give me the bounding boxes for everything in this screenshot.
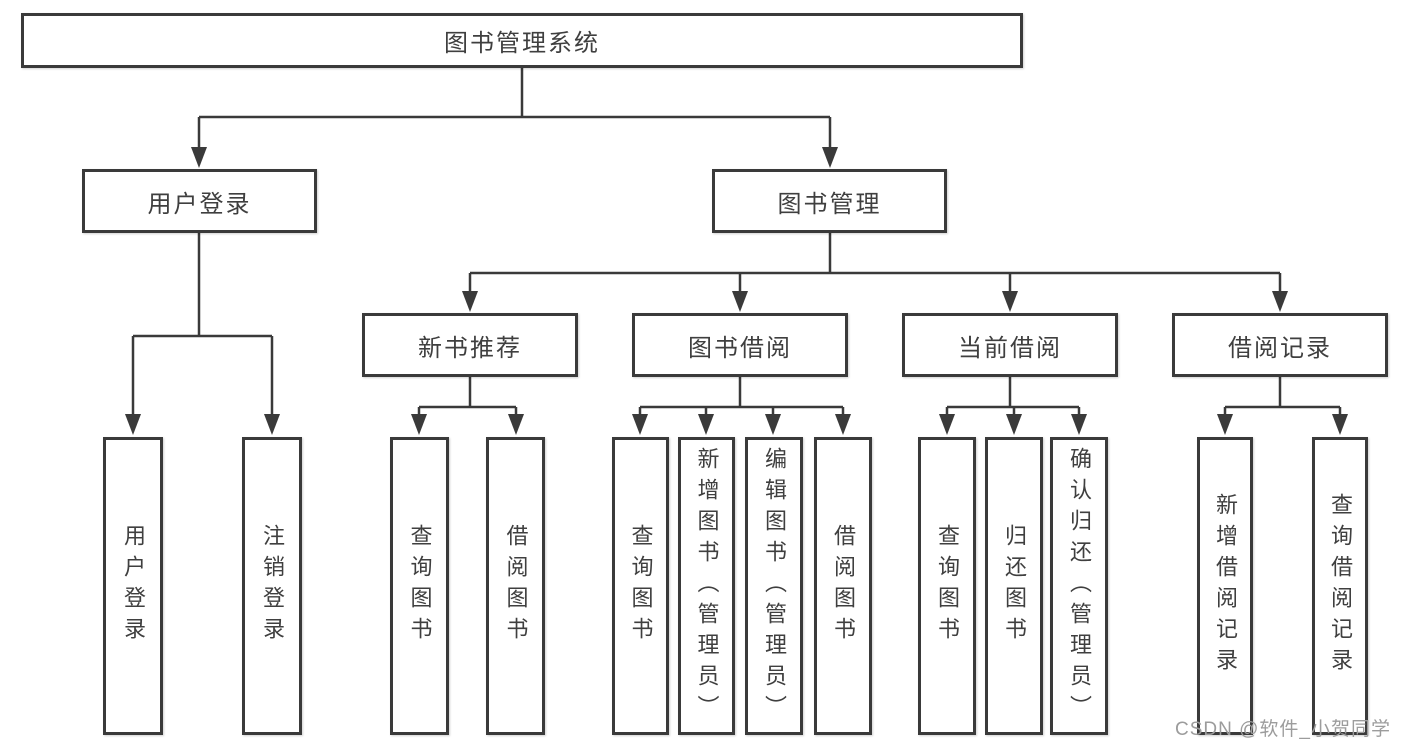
node-label: 借阅记录 [1228,334,1332,362]
leaf-label: 确认归还（管理员） [1067,446,1092,726]
leaf-return-books: 归还图书 [985,437,1043,735]
leaf-label: 编辑图书（管理员） [762,446,787,726]
node-current-borrowing: 当前借阅 [902,313,1118,377]
leaf-add-borrow-record: 新增借阅记录 [1197,437,1253,735]
leaf-edit-books-admin: 编辑图书（管理员） [745,437,803,735]
node-new-book-recommendation: 新书推荐 [362,313,578,377]
leaf-search-borrow-record: 查询借阅记录 [1312,437,1368,735]
node-label: 图书管理 [777,190,882,218]
leaf-add-books-admin: 新增图书（管理员） [678,437,735,735]
node-user-login: 用户登录 [82,169,317,233]
node-borrowing-records: 借阅记录 [1172,313,1388,377]
node-label: 图书管理系统 [444,30,600,57]
leaf-logout: 注销登录 [242,437,302,735]
leaf-label: 借阅图书 [831,524,856,648]
node-book-borrowing: 图书借阅 [632,313,848,377]
leaf-label: 借阅图书 [503,524,529,648]
leaf-label: 查询图书 [407,524,433,648]
leaf-label: 新增借阅记录 [1213,493,1238,679]
node-label: 图书借阅 [688,334,792,362]
watermark-csdn: CSDN @软件_小贺同学 [1175,719,1391,740]
node-label: 新书推荐 [418,334,522,362]
leaf-label: 归还图书 [1002,524,1027,648]
leaf-label: 用户登录 [121,524,146,648]
leaf-search-books: 查询图书 [390,437,449,735]
leaf-search-books-3: 查询图书 [918,437,976,735]
leaf-label: 注销登录 [260,524,285,648]
node-label: 用户登录 [147,190,252,218]
leaf-label: 查询借阅记录 [1328,493,1353,679]
leaf-borrow-books-2: 借阅图书 [814,437,872,735]
node-book-management: 图书管理 [712,169,947,233]
node-label: 当前借阅 [958,334,1062,362]
leaf-label: 查询图书 [628,524,654,648]
leaf-confirm-return-admin: 确认归还（管理员） [1050,437,1108,735]
leaf-search-books-2: 查询图书 [612,437,669,735]
leaf-label: 查询图书 [935,524,960,648]
leaf-user-login: 用户登录 [103,437,163,735]
leaf-label: 新增图书（管理员） [694,446,720,726]
node-book-management-system: 图书管理系统 [21,13,1023,68]
leaf-borrow-books: 借阅图书 [486,437,545,735]
